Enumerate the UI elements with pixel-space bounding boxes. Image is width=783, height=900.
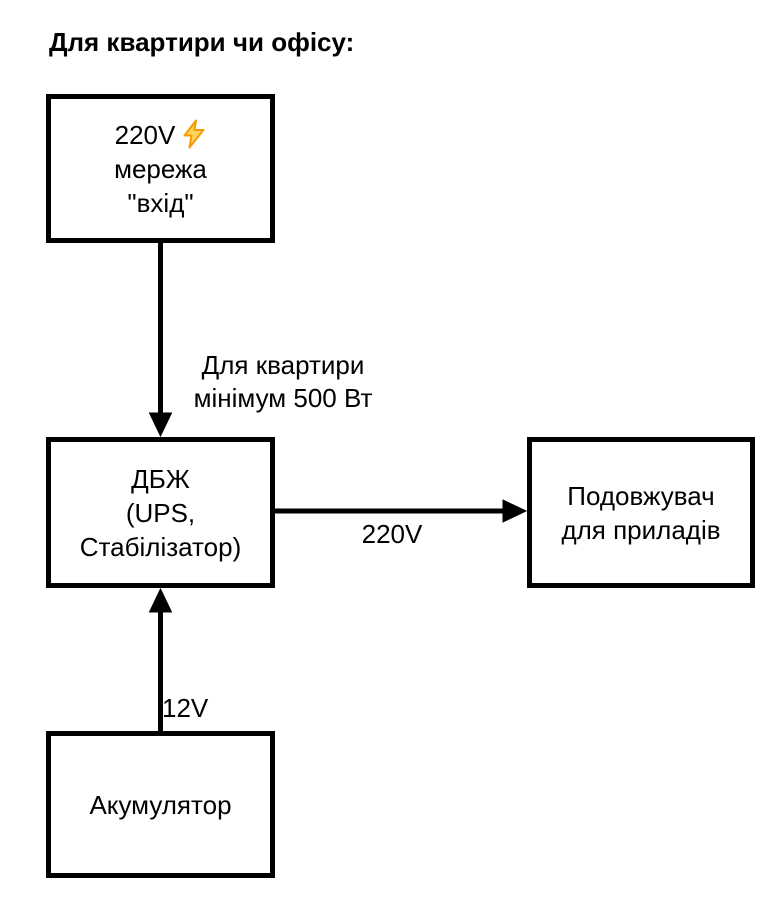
input-power-voltage-line: 220V — [115, 118, 207, 152]
node-extension: Подовжувач для приладів — [527, 437, 755, 588]
node-ups: ДБЖ (UPS, Стабілізатор) — [46, 437, 275, 588]
input-power-label: мережа "вхід" — [114, 153, 207, 218]
battery-label: Акумулятор — [89, 789, 232, 820]
edge-label-12v: 12V — [162, 693, 209, 723]
edge-label-220v: 220V — [361, 519, 423, 549]
input-voltage-text: 220V — [114, 119, 176, 150]
ups-label: ДБЖ (UPS, Стабілізатор) — [79, 463, 242, 562]
extension-label: Подовжувач для приладів — [561, 480, 721, 545]
lightning-bolt-icon — [183, 119, 205, 148]
edge-label-min-power: Для квартири мінімум 500 Вт — [193, 350, 373, 413]
diagram-title: Для квартири чи офісу: — [49, 27, 355, 57]
connector-input-to-ups — [148, 241, 173, 438]
node-input-power: 220V мережа "вхід" — [46, 94, 275, 243]
node-battery: Акумулятор — [46, 731, 275, 878]
